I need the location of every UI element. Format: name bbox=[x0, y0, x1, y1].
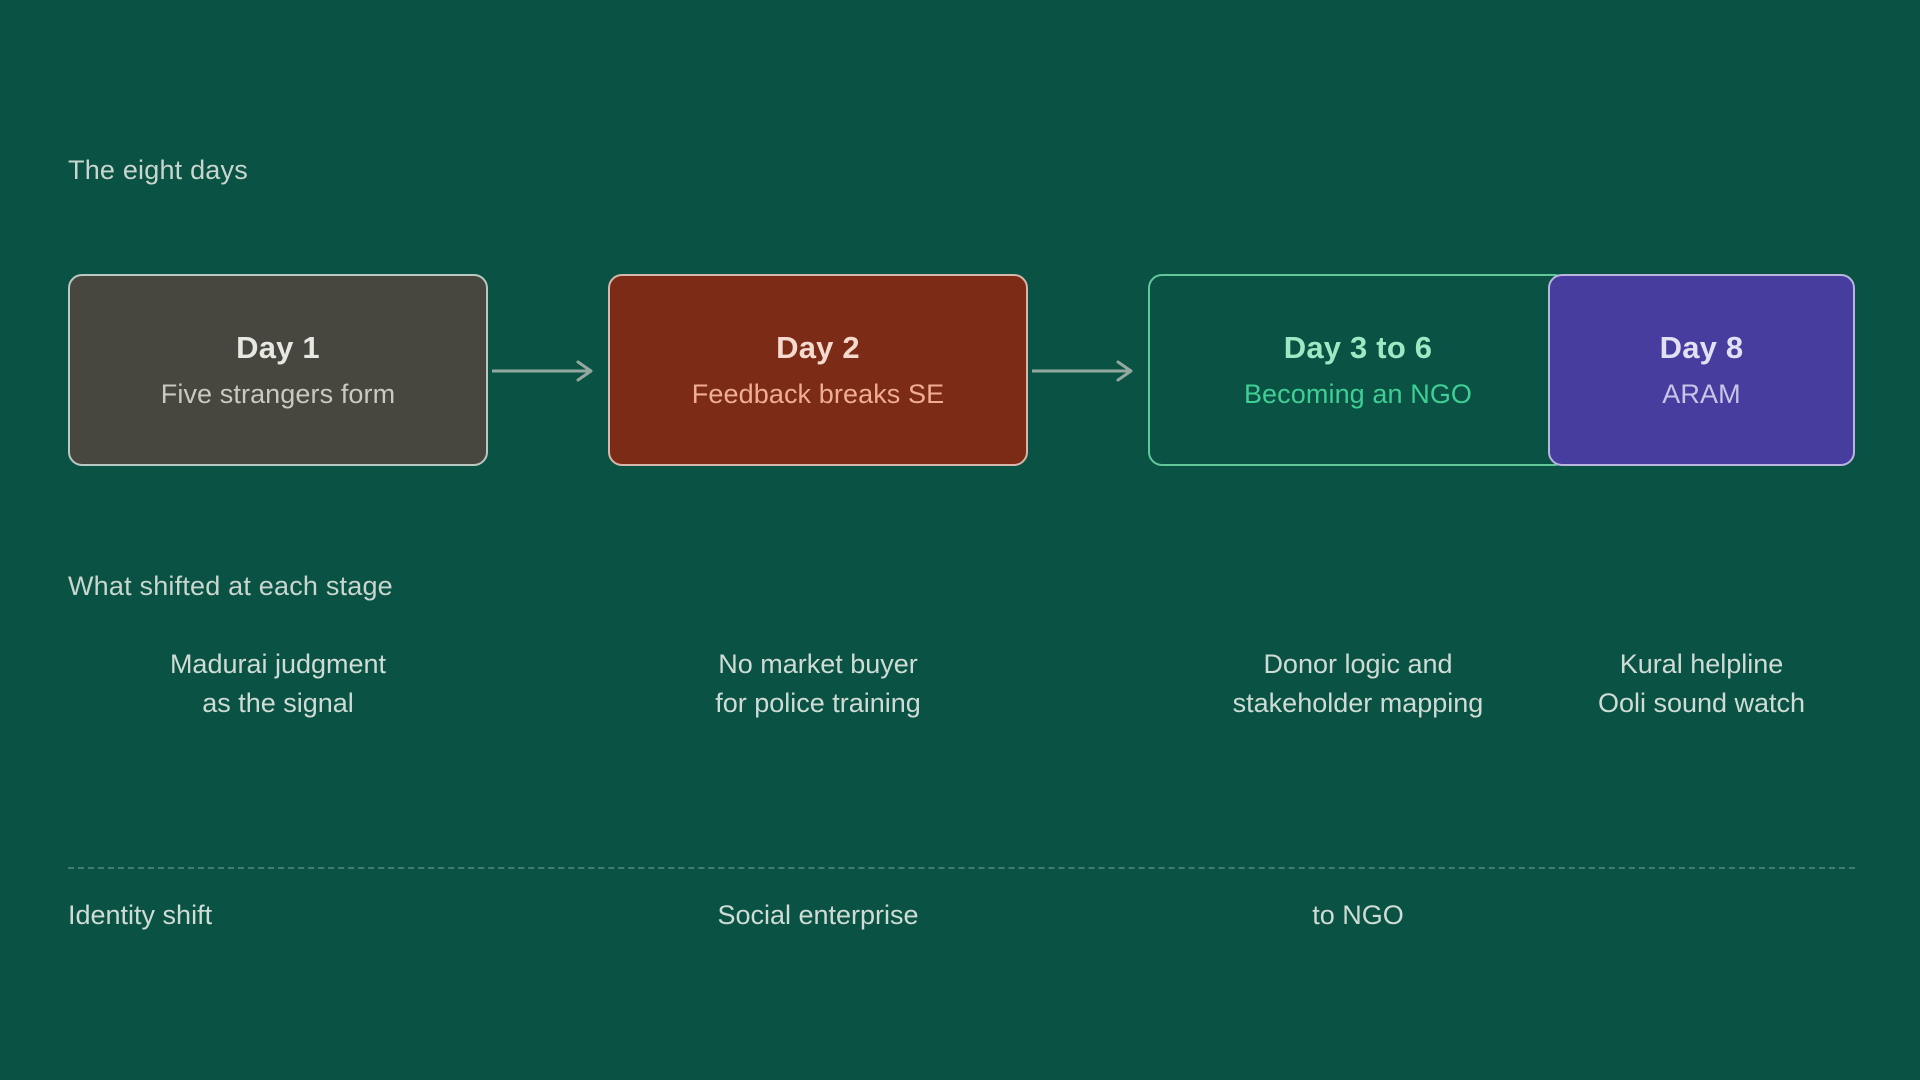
stage-note-line: as the signal bbox=[202, 688, 354, 719]
dashed-divider bbox=[68, 867, 1855, 869]
stage-card-day-1[interactable]: Day 1 Five strangers form bbox=[68, 274, 488, 466]
section-label-eight-days: The eight days bbox=[68, 155, 248, 185]
stage-note-day-2: No market buyer for police training bbox=[608, 645, 1028, 723]
stage-card-day-2[interactable]: Day 2 Feedback breaks SE bbox=[608, 274, 1028, 466]
stage-note-day-8: Kural helpline Ooli sound watch bbox=[1548, 645, 1855, 723]
section-label-what-shifted: What shifted at each stage bbox=[68, 571, 393, 601]
stage-note-day-3-to-6: Donor logic and stakeholder mapping bbox=[1148, 645, 1568, 723]
stage-note-line: Madurai judgment bbox=[169, 649, 387, 679]
identity-shift-row: Identity shift Social enterprise to NGO bbox=[68, 900, 1855, 946]
stage-note-line: Kural helpline bbox=[1619, 649, 1784, 679]
identity-shift-to: to NGO bbox=[1312, 900, 1404, 930]
stage-note-line: No market buyer bbox=[718, 649, 918, 679]
stage-card-subtitle: Becoming an NGO bbox=[1243, 378, 1473, 409]
stage-notes-row: Madurai judgment as the signal No market… bbox=[68, 645, 1855, 755]
stage-card-title: Day 2 bbox=[776, 329, 860, 365]
stage-note-line: Donor logic and bbox=[1263, 649, 1453, 679]
stage-card-subtitle: Five strangers form bbox=[160, 378, 396, 409]
stage-card-day-8[interactable]: Day 8 ARAM bbox=[1548, 274, 1855, 466]
stage-card-title: Day 8 bbox=[1659, 329, 1744, 365]
stage-card-title: Day 1 bbox=[236, 329, 320, 365]
stage-note-line: stakeholder mapping bbox=[1232, 688, 1484, 719]
arrow-right-icon bbox=[492, 360, 593, 382]
stage-note-line: Ooli sound watch bbox=[1597, 688, 1806, 719]
timeline-stage-row: Day 1 Five strangers form Day 2 Feedback… bbox=[68, 274, 1855, 466]
stage-card-day-3-to-6[interactable]: Day 3 to 6 Becoming an NGO bbox=[1148, 274, 1568, 466]
stage-note-day-1: Madurai judgment as the signal bbox=[68, 645, 488, 723]
stage-card-subtitle: Feedback breaks SE bbox=[691, 378, 945, 409]
stage-note-line: for police training bbox=[715, 688, 921, 719]
arrow-right-icon bbox=[1032, 360, 1133, 382]
identity-shift-label: Identity shift bbox=[68, 900, 213, 930]
stage-card-subtitle: ARAM bbox=[1662, 378, 1741, 409]
identity-shift-from: Social enterprise bbox=[717, 900, 919, 930]
stage-card-title: Day 3 to 6 bbox=[1283, 329, 1433, 365]
